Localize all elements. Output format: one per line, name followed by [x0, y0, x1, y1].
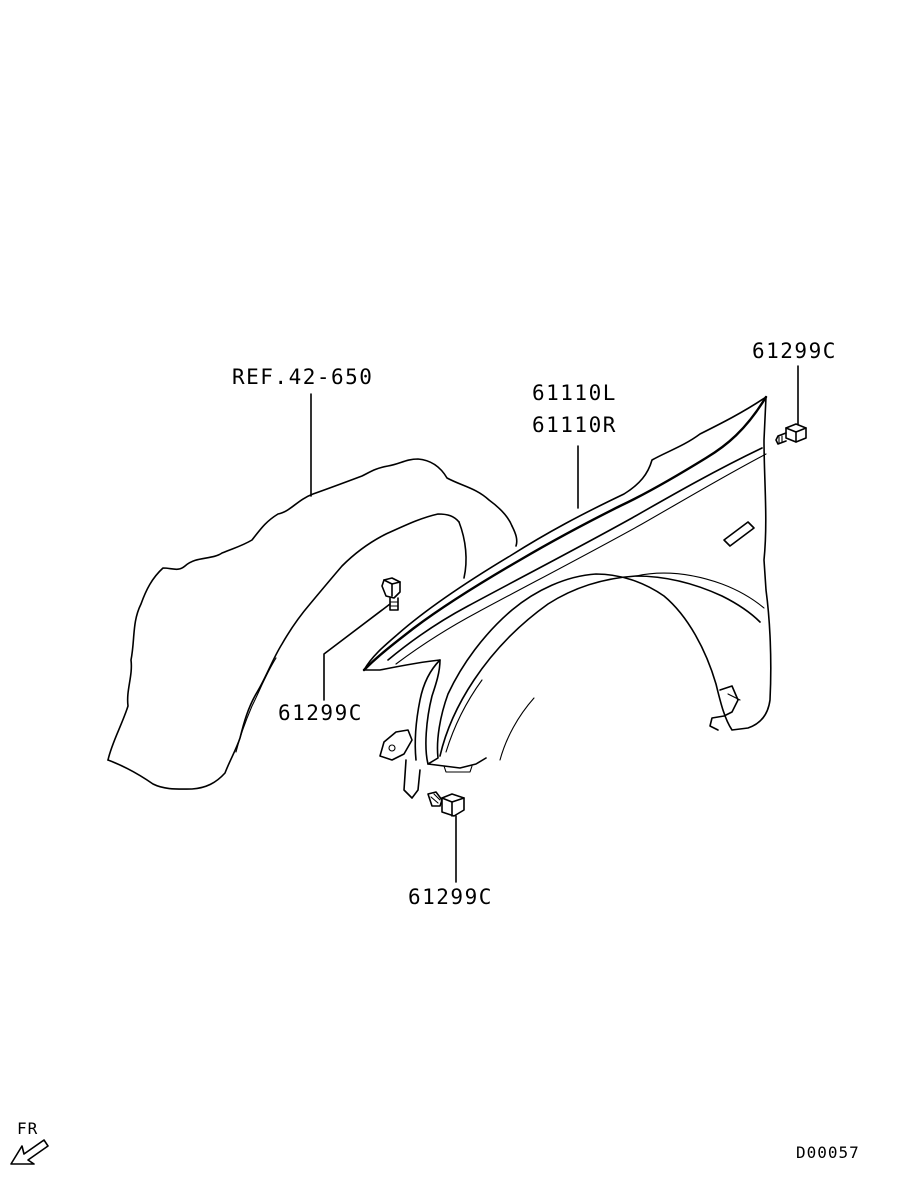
bolt-top-right [775, 365, 807, 445]
part-label-bolt-inner: 61299C [278, 701, 363, 725]
front-direction-arrow-icon [10, 1139, 49, 1165]
direction-label: FR [17, 1119, 38, 1138]
part-label-fender-left: 61110L [532, 381, 617, 405]
ref-label: REF.42-650 [232, 365, 373, 389]
fender-liner [107, 458, 518, 790]
front-fender [362, 395, 772, 799]
part-label-fender-right: 61110R [532, 413, 617, 437]
bolt-inner [323, 577, 401, 701]
part-label-bolt-top-right: 61299C [752, 339, 837, 363]
diagram-code: D00057 [796, 1143, 860, 1162]
part-label-bolt-bottom: 61299C [408, 885, 493, 909]
bolt-bottom [427, 791, 465, 883]
